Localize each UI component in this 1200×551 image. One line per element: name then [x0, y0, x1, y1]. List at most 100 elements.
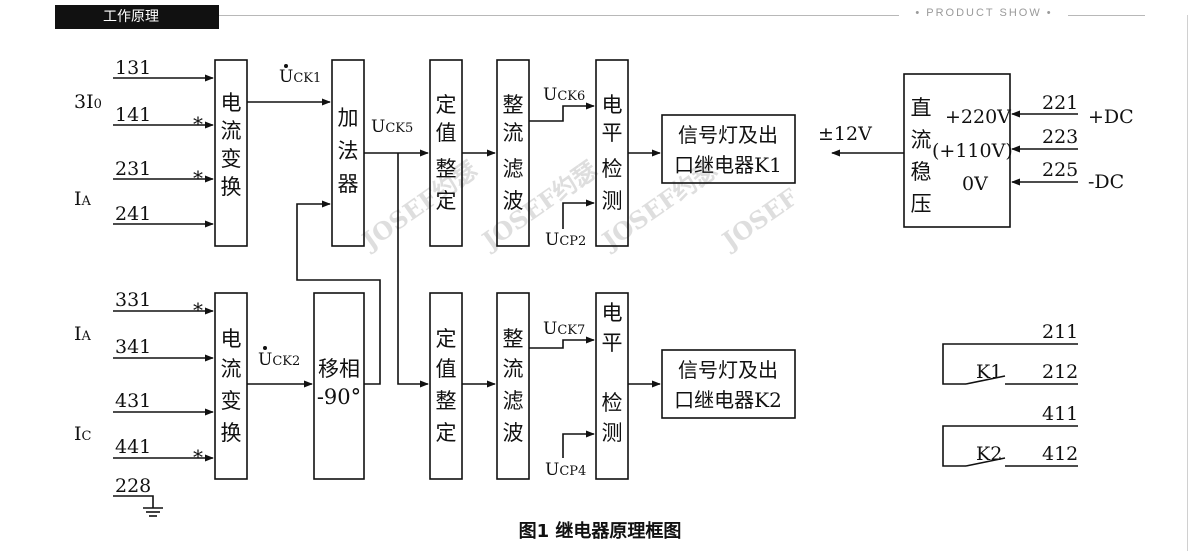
svg-text:整: 整: [503, 93, 524, 117]
svg-text:平: 平: [602, 121, 623, 145]
regulator-label: 直 流 稳 压: [911, 96, 932, 216]
svg-text:加: 加: [338, 106, 359, 130]
phasor-dot: [284, 64, 288, 68]
header-rule-right: [1068, 15, 1145, 16]
terminal-label: 225: [1042, 159, 1078, 181]
level-bottom-label: 电 平 检 测: [602, 301, 623, 445]
terminal-label: 131: [115, 57, 151, 79]
voltage-0-label: 0V: [962, 173, 988, 195]
phase-shift-label: 移相 -90°: [317, 357, 361, 409]
svg-text:平: 平: [602, 331, 623, 355]
relay-k1-label: K1: [976, 361, 1002, 383]
svg-text:换: 换: [221, 421, 242, 445]
relay-k2-contact: [942, 425, 1078, 467]
polarity-mark: *: [193, 166, 203, 190]
svg-text:流: 流: [503, 121, 524, 145]
ground-wire: [113, 495, 154, 508]
watermark: JOSEF约瑟: [355, 155, 482, 256]
setting-top-label: 定 值 整 定: [436, 93, 457, 213]
setting-block-bottom: [429, 292, 463, 480]
voltage-220-label: +220V: [945, 106, 1011, 128]
ct-bottom-label: 电 流 变 换: [221, 327, 242, 445]
relay-k1-contact: [965, 375, 1006, 385]
product-show-label: • PRODUCT SHOW •: [903, 7, 1065, 19]
svg-text:定: 定: [436, 93, 457, 117]
svg-text:电: 电: [602, 301, 623, 325]
svg-text:变: 变: [221, 389, 242, 413]
svg-text:测: 测: [602, 189, 623, 213]
polarity-mark: *: [193, 445, 203, 469]
svg-text:压: 压: [911, 192, 932, 216]
side-label: IA: [74, 323, 92, 345]
svg-text:整: 整: [436, 157, 457, 181]
dc-minus-label: -DC: [1088, 171, 1124, 193]
watermark: JOSEF: [715, 182, 803, 256]
output-k1-line1: 信号灯及出: [678, 123, 778, 147]
ct-block-bottom: [214, 292, 248, 480]
svg-text:器: 器: [338, 172, 359, 196]
level-detect-block-bottom: [595, 292, 629, 480]
output-block-k1: [661, 114, 796, 184]
svg-text:法: 法: [338, 139, 359, 163]
svg-text:稳: 稳: [911, 160, 932, 184]
rectifier-bottom-label: 整 流 滤 波: [503, 327, 524, 445]
header-rule-left: [219, 15, 899, 16]
svg-text:值: 值: [436, 357, 457, 381]
signal-label: UCK1: [279, 67, 321, 87]
signal-uck6-line: [529, 102, 595, 122]
side-label: IA: [74, 188, 92, 210]
terminal-label: 241: [115, 203, 151, 225]
page-edge-rule: [1187, 15, 1188, 551]
svg-text:流: 流: [503, 357, 524, 381]
signal-label: UCK2: [258, 350, 300, 370]
dot-icon: •: [915, 7, 927, 19]
svg-text:定: 定: [436, 421, 457, 445]
output-block-k2: [661, 349, 796, 419]
figure-caption: 图1 继电器原理框图: [518, 521, 682, 542]
svg-text:检: 检: [602, 391, 623, 415]
output-k2-line2: 口继电器K2: [674, 388, 782, 412]
svg-text:滤: 滤: [503, 389, 524, 413]
terminal-label: 228: [115, 475, 151, 497]
rectifier-top-label: 整 流 滤 波: [503, 93, 524, 213]
rectifier-block-bottom: [496, 292, 530, 480]
output-k1-line2: 口继电器K1: [674, 153, 782, 177]
terminal-label: 223: [1042, 126, 1078, 148]
relay-k2-contact: [965, 457, 1006, 467]
output-k2-line1: 信号灯及出: [678, 358, 778, 382]
relay-terminal: 211: [1042, 321, 1078, 343]
svg-text:检: 检: [602, 157, 623, 181]
svg-text:滤: 滤: [503, 157, 524, 181]
setting-bottom-label: 定 值 整 定: [436, 327, 457, 445]
svg-text:值: 值: [436, 121, 457, 145]
svg-text:定: 定: [436, 189, 457, 213]
phase-shift-block: [313, 292, 365, 480]
signal-label: UCK7: [543, 319, 585, 339]
rectifier-block-top: [496, 59, 530, 247]
voltage-110-label: (+110V): [932, 140, 1013, 162]
adder-label: 加 法 器: [338, 106, 359, 196]
signal-uck7-line: [529, 336, 595, 349]
relay-terminal: 412: [1042, 443, 1078, 465]
level-top-label: 电 平 检 测: [602, 93, 623, 213]
signal-ucp4-line: [562, 430, 595, 458]
dc-plus-label: +DC: [1088, 106, 1134, 128]
signal-label: UCP2: [545, 230, 586, 250]
dot-icon: •: [1041, 7, 1053, 19]
svg-text:直: 直: [911, 96, 932, 120]
terminal-label: 231: [115, 158, 151, 180]
setting-block-top: [429, 59, 463, 247]
terminal-label: 441: [115, 436, 151, 458]
svg-text:波: 波: [503, 189, 524, 213]
phase-feedback-line: [296, 200, 381, 385]
ct-top-label: 电 流 变 换: [221, 91, 242, 199]
product-show-text: PRODUCT SHOW: [926, 7, 1042, 19]
svg-text:电: 电: [221, 327, 242, 351]
relay-terminal: 212: [1042, 361, 1078, 383]
power-output-label: ±12V: [818, 123, 872, 145]
svg-text:变: 变: [221, 147, 242, 171]
relay-k1-contact: [942, 343, 1078, 385]
polarity-mark: *: [193, 298, 203, 322]
signal-label: UCK6: [543, 85, 585, 105]
